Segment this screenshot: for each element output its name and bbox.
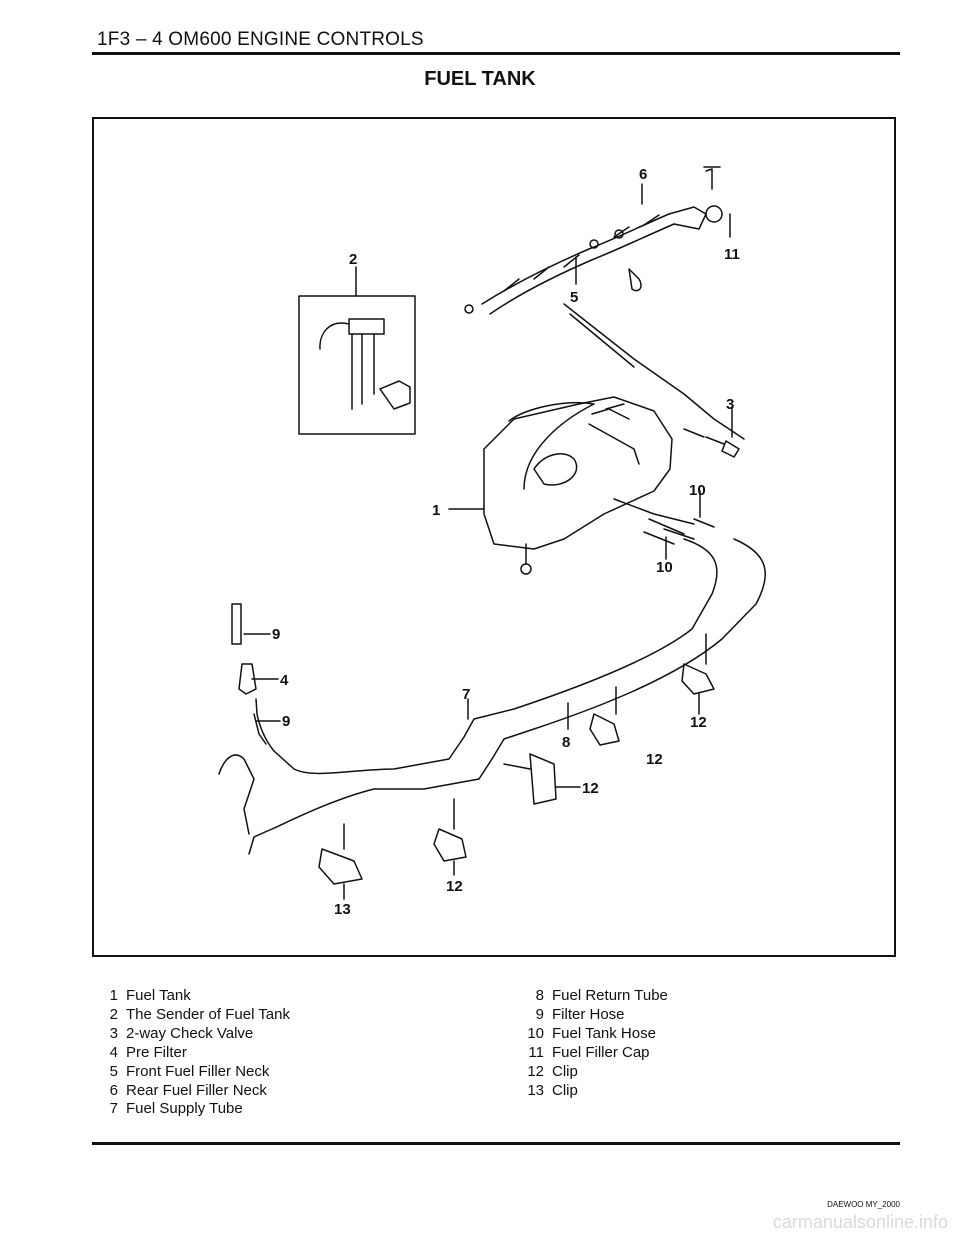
callout-4: 4 — [280, 672, 289, 689]
legend-label: Clip — [552, 1081, 578, 1099]
legend-label: Filter Hose — [552, 1005, 625, 1023]
legend-item: 3 2-way Check Valve — [102, 1025, 290, 1044]
legend-item: 7 Fuel Supply Tube — [102, 1100, 290, 1119]
legend-label: Fuel Supply Tube — [126, 1100, 243, 1118]
callout-8: 8 — [562, 734, 570, 751]
legend-number: 7 — [109, 1100, 118, 1118]
header-rule — [92, 52, 900, 55]
callout-10-upper: 10 — [689, 482, 706, 499]
legend-number: 5 — [109, 1062, 118, 1080]
callout-3: 3 — [726, 396, 734, 413]
legend-number: 11 — [528, 1043, 544, 1061]
callout-12-lower: 12 — [446, 878, 463, 895]
legend-item: 9 Filter Hose — [500, 1006, 668, 1025]
legend-number: 2 — [109, 1005, 118, 1023]
legend-item: 2 The Sender of Fuel Tank — [102, 1006, 290, 1025]
legend-number: 6 — [109, 1081, 118, 1099]
callout-7: 7 — [462, 686, 470, 703]
footer-brand: DAEWOO MY_2000 — [827, 1200, 900, 1209]
legend-number: 10 — [527, 1024, 544, 1042]
legend-item: 4 Pre Filter — [102, 1044, 290, 1063]
legend-number: 13 — [527, 1081, 544, 1099]
header-title: 1F3 – 4 OM600 ENGINE CONTROLS — [97, 29, 424, 50]
fuel-tank-diagram: 2 6 11 5 3 1 10 10 9 4 9 7 8 12 12 12 12… — [92, 117, 896, 957]
legend-item: 11 Fuel Filler Cap — [500, 1044, 668, 1063]
legend-item: 12 Clip — [500, 1063, 668, 1082]
callout-12-right: 12 — [690, 714, 707, 731]
legend-label: Pre Filter — [126, 1043, 187, 1061]
callout-5: 5 — [570, 289, 578, 306]
legend-number: 8 — [535, 987, 544, 1004]
legend-label: Fuel Filler Cap — [552, 1043, 650, 1061]
legend-item: 10 Fuel Tank Hose — [500, 1025, 668, 1044]
legend-label: Rear Fuel Filler Neck — [126, 1081, 267, 1099]
legend-number: 12 — [527, 1062, 544, 1080]
callout-2: 2 — [349, 251, 357, 268]
legend-label: Fuel Tank — [126, 987, 191, 1004]
legend-label: 2-way Check Valve — [126, 1024, 254, 1042]
footer-rule — [92, 1142, 900, 1145]
legend-label: Front Fuel Filler Neck — [126, 1062, 270, 1080]
legend-number: 3 — [109, 1024, 118, 1042]
legend-item: 1 Fuel Tank — [102, 987, 290, 1006]
callout-12-middle: 12 — [646, 751, 663, 768]
callout-6: 6 — [639, 166, 647, 183]
legend-right-column: 8 Fuel Return Tube 9 Filter Hose 10 Fuel Ta… — [500, 987, 668, 1100]
callout-9-upper: 9 — [272, 626, 280, 643]
sender-inset-box — [298, 295, 416, 435]
legend-item: 13 Clip — [500, 1082, 668, 1101]
diagram-drawing: 2 6 11 5 3 1 10 10 9 4 9 7 8 12 12 12 12… — [218, 166, 766, 918]
callout-10-lower: 10 — [656, 559, 673, 576]
legend-label: The Sender of Fuel Tank — [126, 1005, 290, 1023]
legend-label: Fuel Return Tube — [552, 987, 668, 1004]
legend-label: Fuel Tank Hose — [552, 1024, 656, 1042]
watermark: carmanualsonline.info — [772, 1212, 948, 1232]
legend-left-column: 1 Fuel Tank 2 The Sender of Fuel Tank 3 2-w… — [102, 987, 290, 1119]
callout-11: 11 — [724, 246, 740, 263]
legend-item: 5 Front Fuel Filler Neck — [102, 1063, 290, 1082]
diagram-callouts: 2 6 11 5 3 1 10 10 9 4 9 7 8 12 12 12 12… — [272, 166, 740, 918]
legend-number: 4 — [109, 1043, 118, 1061]
legend-number: 1 — [109, 987, 118, 1004]
callout-1: 1 — [432, 502, 440, 519]
legend-label: Clip — [552, 1062, 578, 1080]
callout-9-lower: 9 — [282, 713, 290, 730]
legend-number: 9 — [535, 1005, 544, 1023]
callout-13: 13 — [334, 901, 351, 918]
legend-item: 6 Rear Fuel Filler Neck — [102, 1082, 290, 1101]
page-title: FUEL TANK — [424, 68, 536, 90]
callout-12-bracket: 12 — [582, 780, 599, 797]
legend-item: 8 Fuel Return Tube — [500, 987, 668, 1006]
